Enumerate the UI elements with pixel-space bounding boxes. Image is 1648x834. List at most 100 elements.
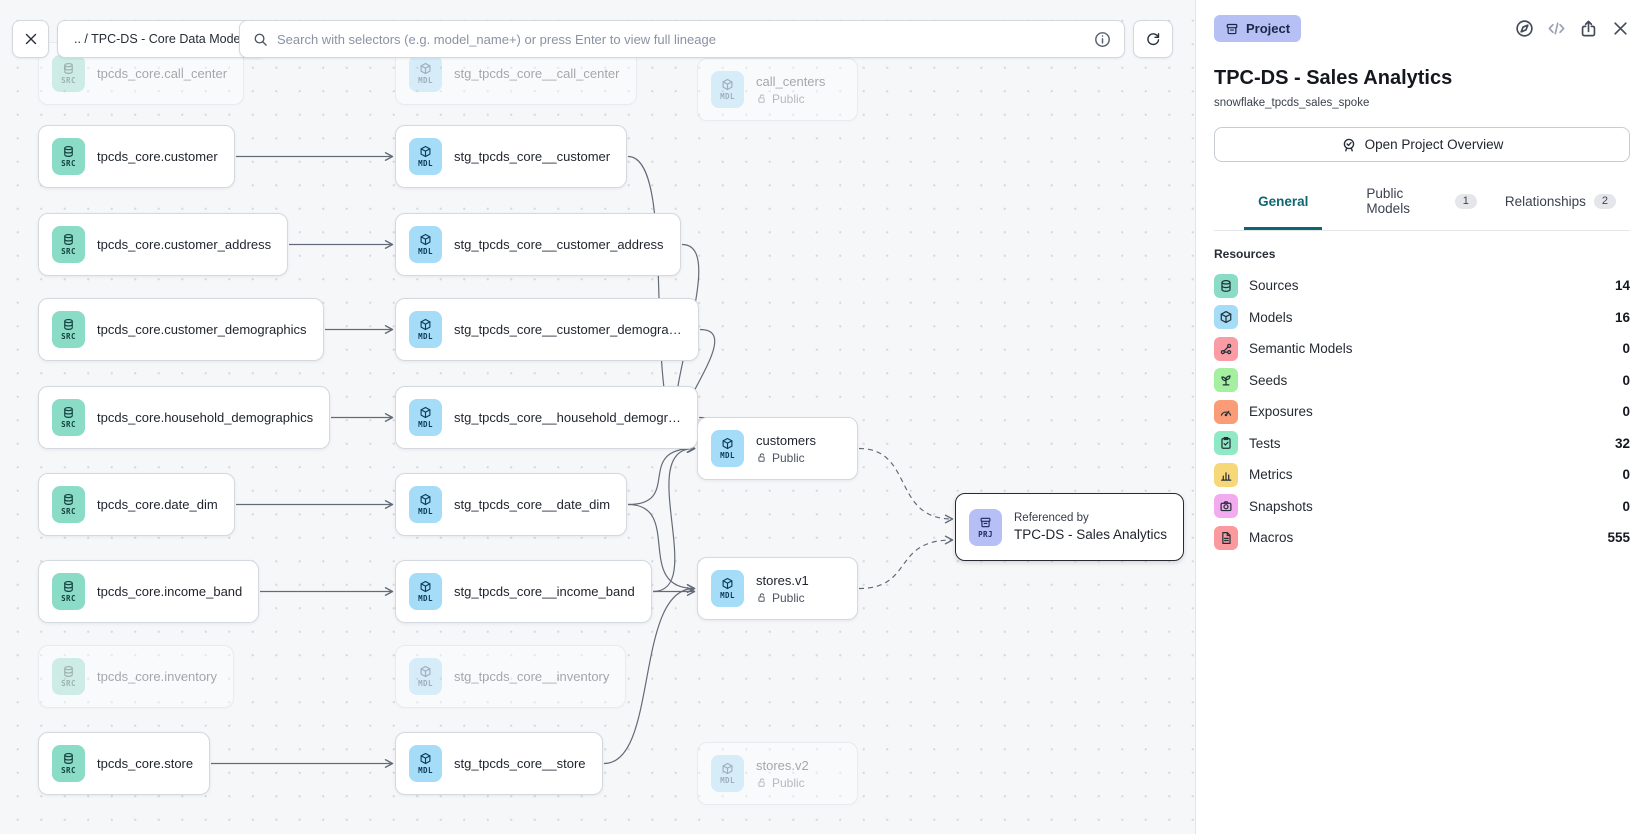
database-icon: SRC — [52, 311, 85, 348]
close-icon — [23, 31, 39, 47]
edge-stg_store-to-pub_stores_v1 — [603, 584, 696, 765]
resource-row-tests: Tests 32 — [1214, 428, 1630, 460]
file-icon — [1214, 525, 1238, 550]
database-icon: SRC — [52, 399, 85, 436]
node-label: stg_tpcds_core__inventory — [454, 669, 610, 684]
resource-label: Metrics — [1249, 467, 1293, 483]
node-label: tpcds_core.customer — [97, 149, 218, 164]
resource-count: 0 — [1622, 467, 1630, 483]
compass-icon[interactable] — [1515, 19, 1534, 38]
resource-count: 32 — [1614, 435, 1630, 451]
resource-label: Exposures — [1249, 404, 1313, 420]
node-label: tpcds_core.call_center — [97, 66, 228, 81]
project-details-panel: Project TPC-DS - Sales Analytics snowfla… — [1195, 0, 1648, 834]
resources-heading: Resources — [1214, 247, 1276, 261]
lineage-node-stg_income_band[interactable]: MDL stg_tpcds_core__income_band — [395, 560, 652, 623]
edge-pub_stores_v1-to-prj — [858, 535, 954, 590]
panel-header-icons — [1515, 19, 1630, 38]
refresh-icon — [1145, 31, 1161, 47]
lock-open-icon — [756, 452, 767, 463]
cube-icon: MDL — [711, 755, 744, 792]
lineage-node-stg_inventory[interactable]: MDL stg_tpcds_core__inventory — [395, 645, 627, 708]
node-label: customers — [756, 432, 816, 448]
lock-open-icon — [756, 777, 767, 788]
node-label: stg_tpcds_core__household_demogr… — [454, 410, 681, 425]
edge-stg_income_band-to-pub_customers — [652, 444, 696, 593]
node-label: tpcds_core.household_demographics — [97, 410, 314, 425]
edge-stg_date_dim-to-pub_stores_v1 — [627, 503, 696, 593]
share-icon[interactable] — [1579, 19, 1598, 38]
node-access-label: Public — [772, 775, 805, 790]
panel-close-icon[interactable] — [1611, 19, 1630, 38]
cube-icon: MDL — [711, 430, 744, 467]
database-icon: SRC — [52, 226, 85, 263]
tab-count-badge: 1 — [1454, 193, 1477, 209]
database-icon: SRC — [52, 486, 85, 523]
database-icon: SRC — [52, 55, 85, 92]
bar-chart-icon — [1214, 462, 1238, 487]
cube-icon: MDL — [409, 226, 442, 263]
database-icon: SRC — [52, 573, 85, 610]
node-label: stg_tpcds_core__income_band — [454, 584, 635, 599]
lineage-node-src_household_demographics[interactable]: SRC tpcds_core.household_demographics — [38, 386, 331, 449]
database-icon — [1214, 273, 1238, 298]
lineage-node-src_date_dim[interactable]: SRC tpcds_core.date_dim — [38, 473, 235, 536]
project-kind-badge: Project — [1214, 15, 1302, 42]
node-label: call_centers — [756, 73, 826, 89]
cube-icon: MDL — [409, 658, 442, 695]
tab-general[interactable]: General — [1214, 177, 1352, 230]
refresh-button[interactable] — [1133, 20, 1173, 58]
project-schema-subtitle: snowflake_tpcds_sales_spoke — [1214, 97, 1370, 109]
resource-count: 0 — [1622, 404, 1630, 420]
lineage-node-src_customer_address[interactable]: SRC tpcds_core.customer_address — [38, 213, 289, 276]
resource-label: Models — [1249, 309, 1293, 325]
resource-row-metrics: Metrics 0 — [1214, 459, 1630, 491]
close-lineage-button[interactable] — [12, 20, 49, 58]
cube-icon: MDL — [409, 573, 442, 610]
node-label: stg_tpcds_core__store — [454, 756, 586, 771]
project-overview-icon — [1341, 137, 1357, 153]
resource-label: Tests — [1249, 435, 1281, 451]
node-label: TPC-DS - Sales Analytics — [1014, 527, 1168, 542]
resource-count: 0 — [1622, 372, 1630, 388]
search-input[interactable] — [277, 31, 1085, 47]
cube-icon: MDL — [711, 71, 744, 108]
node-label: tpcds_core.date_dim — [97, 497, 218, 512]
edge-stg_date_dim-to-pub_customers — [627, 444, 696, 506]
resource-count: 0 — [1622, 498, 1630, 514]
node-label: tpcds_core.customer_address — [97, 237, 272, 252]
search-icon — [253, 32, 268, 47]
database-icon: SRC — [52, 745, 85, 782]
code-icon[interactable] — [1547, 19, 1566, 38]
node-label: stores.v2 — [756, 757, 809, 773]
node-label: stores.v1 — [756, 572, 809, 588]
open-project-overview-button[interactable]: Open Project Overview — [1214, 127, 1630, 162]
node-access-label: Public — [772, 450, 805, 465]
breadcrumb[interactable]: .. / TPC-DS - Core Data Models — [57, 20, 267, 58]
info-icon[interactable] — [1094, 31, 1111, 48]
node-label: stg_tpcds_core__call_center — [454, 66, 620, 81]
